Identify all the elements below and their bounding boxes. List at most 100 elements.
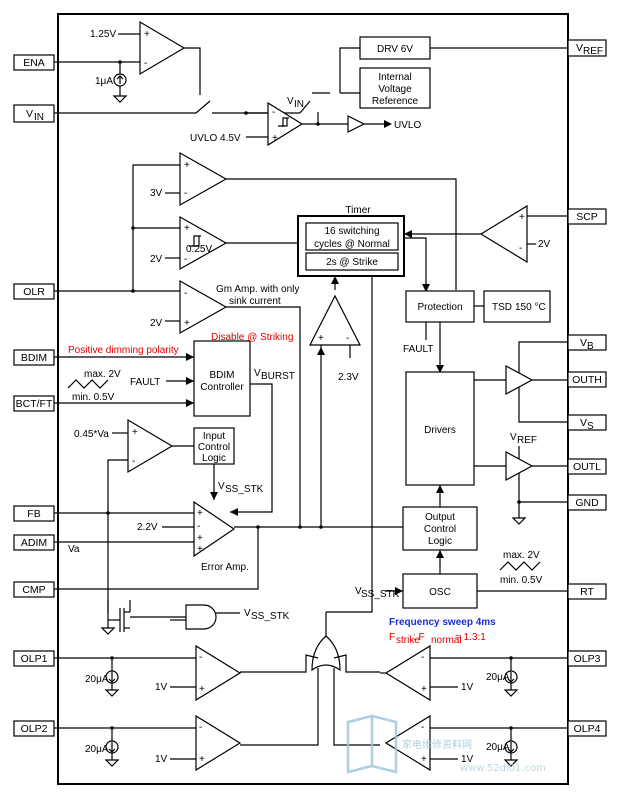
svg-text:16 switching: 16 switching bbox=[324, 226, 379, 237]
svg-text:BDIM: BDIM bbox=[21, 352, 47, 364]
svg-text:3V: 3V bbox=[150, 188, 163, 199]
svg-text:2.2V: 2.2V bbox=[137, 522, 158, 533]
pin-vs: V S bbox=[567, 414, 607, 432]
svg-text:+: + bbox=[519, 212, 525, 223]
pin-scp: SCP bbox=[567, 208, 607, 225]
svg-text:V: V bbox=[244, 608, 251, 619]
svg-text:1V: 1V bbox=[461, 682, 474, 693]
svg-text:SCP: SCP bbox=[576, 211, 598, 223]
svg-text:1V: 1V bbox=[461, 754, 474, 765]
svg-text:ENA: ENA bbox=[23, 57, 45, 69]
svg-text:家电维修资料网: 家电维修资料网 bbox=[402, 738, 472, 751]
svg-text:1.25V: 1.25V bbox=[90, 29, 116, 40]
drivers-block: Drivers V REF bbox=[405, 341, 568, 525]
svg-text:S: S bbox=[587, 421, 594, 432]
svg-text:-: - bbox=[132, 456, 135, 467]
svg-text:Timer: Timer bbox=[345, 205, 371, 216]
svg-text:OUTH: OUTH bbox=[572, 374, 602, 386]
pin-cmp: CMP bbox=[13, 581, 58, 598]
svg-text:+: + bbox=[318, 333, 324, 344]
drv6v-block: DRV 6V bbox=[339, 36, 568, 93]
svg-text:FB: FB bbox=[27, 508, 40, 520]
svg-text:OUTL: OUTL bbox=[573, 461, 601, 473]
timer-wires bbox=[331, 230, 481, 500]
pin-rt: RT bbox=[567, 583, 607, 600]
svg-text:IN: IN bbox=[34, 112, 44, 123]
mosfet-and-gate: V SS_STK bbox=[100, 600, 290, 635]
olp4-comparator: -+ 20μA 1V bbox=[384, 714, 568, 772]
ic-outline bbox=[57, 13, 569, 785]
svg-text:+: + bbox=[421, 684, 427, 695]
svg-text:+: + bbox=[184, 223, 190, 234]
svg-text:Output: Output bbox=[425, 512, 455, 523]
pin-olp2: OLP2 bbox=[13, 720, 58, 737]
or-gate bbox=[240, 500, 380, 746]
svg-text:20μA: 20μA bbox=[486, 672, 510, 683]
svg-text:Drivers: Drivers bbox=[424, 425, 456, 436]
svg-text:Internal: Internal bbox=[378, 72, 411, 83]
svg-text:-: - bbox=[144, 58, 147, 69]
svg-text:strike: strike bbox=[396, 635, 420, 646]
osc-block: OSC V SS_STK bbox=[355, 573, 568, 609]
pin-olp1: OLP1 bbox=[13, 650, 58, 667]
bct-waveform: max. 2V min. 0.5V bbox=[67, 369, 121, 403]
pin-ena: ENA bbox=[13, 54, 58, 71]
svg-text:UVLO: UVLO bbox=[394, 120, 421, 131]
svg-text:+: + bbox=[197, 533, 203, 544]
scp-comparator: +- 2V bbox=[479, 204, 568, 264]
error-amp: + - + + Error Amp. 2.2V Va bbox=[58, 500, 403, 590]
pin-outl: OUTL bbox=[567, 458, 607, 475]
svg-text:BCT/FT: BCT/FT bbox=[16, 398, 53, 410]
svg-text:cycles @ Normal: cycles @ Normal bbox=[314, 239, 390, 250]
svg-text:+: + bbox=[132, 427, 138, 438]
svg-text:+: + bbox=[144, 29, 150, 40]
svg-text:FAULT: FAULT bbox=[130, 377, 160, 388]
svg-text:BDIM: BDIM bbox=[210, 370, 235, 381]
svg-text:-: - bbox=[346, 333, 349, 344]
svg-text:Disable @ Striking: Disable @ Striking bbox=[211, 332, 293, 343]
pin-vref: V REF bbox=[567, 39, 607, 57]
pin-bdim: BDIM bbox=[13, 349, 58, 366]
svg-text:+: + bbox=[184, 160, 190, 171]
svg-text:ADIM: ADIM bbox=[21, 537, 47, 549]
svg-text:1V: 1V bbox=[155, 682, 168, 693]
svg-text:Control: Control bbox=[424, 524, 456, 535]
freq-annotation: Frequency sweep 4ms F strike : F normal … bbox=[389, 617, 496, 646]
svg-text:-: - bbox=[184, 254, 187, 265]
svg-text:Positive dimming polarity: Positive dimming polarity bbox=[68, 345, 179, 356]
timer-block: Timer 16 switching cycles @ Normal 2s @ … bbox=[297, 205, 405, 277]
pin-vin: V IN bbox=[13, 104, 58, 123]
protection-block: Protection TSD 150 °C FAULT bbox=[403, 290, 551, 373]
svg-text:Error Amp.: Error Amp. bbox=[201, 562, 249, 573]
svg-text:Protection: Protection bbox=[417, 302, 462, 313]
pin-olr: OLR bbox=[13, 283, 58, 300]
svg-text:normal: normal bbox=[431, 635, 462, 646]
svg-text:20μA: 20μA bbox=[85, 744, 109, 755]
watermark: 家电维修资料网 www.52dl01.com bbox=[346, 714, 546, 774]
svg-text:BURST: BURST bbox=[261, 371, 295, 382]
svg-text:SS_STK: SS_STK bbox=[225, 484, 264, 495]
bdim-controller: BDIM Controller V BURST Positive dimming… bbox=[58, 332, 295, 516]
pin-gnd: GND bbox=[567, 494, 607, 511]
svg-text:max. 2V: max. 2V bbox=[84, 369, 121, 380]
svg-text:FAULT: FAULT bbox=[403, 344, 433, 355]
svg-text:0.25V: 0.25V bbox=[186, 244, 212, 255]
svg-text:Controller: Controller bbox=[200, 382, 244, 393]
svg-text:-: - bbox=[519, 243, 522, 254]
svg-text:V: V bbox=[355, 586, 362, 597]
svg-text:V: V bbox=[26, 108, 33, 120]
svg-text:+: + bbox=[272, 133, 278, 144]
svg-text:GND: GND bbox=[575, 497, 599, 509]
svg-text:-: - bbox=[197, 521, 200, 532]
olp3-comparator: -+ 20μA 1V bbox=[380, 644, 568, 702]
svg-text:max. 2V: max. 2V bbox=[503, 550, 540, 561]
pin-outh: OUTH bbox=[567, 371, 607, 388]
svg-text:= 1.3:1: = 1.3:1 bbox=[455, 632, 486, 643]
svg-text:+: + bbox=[199, 754, 205, 765]
svg-text:OLP3: OLP3 bbox=[574, 653, 601, 665]
svg-text:min. 0.5V: min. 0.5V bbox=[500, 575, 543, 586]
svg-text:OLP4: OLP4 bbox=[574, 723, 601, 735]
svg-text:REF: REF bbox=[517, 435, 537, 446]
svg-text:+: + bbox=[197, 544, 203, 555]
svg-text:-: - bbox=[184, 188, 187, 199]
